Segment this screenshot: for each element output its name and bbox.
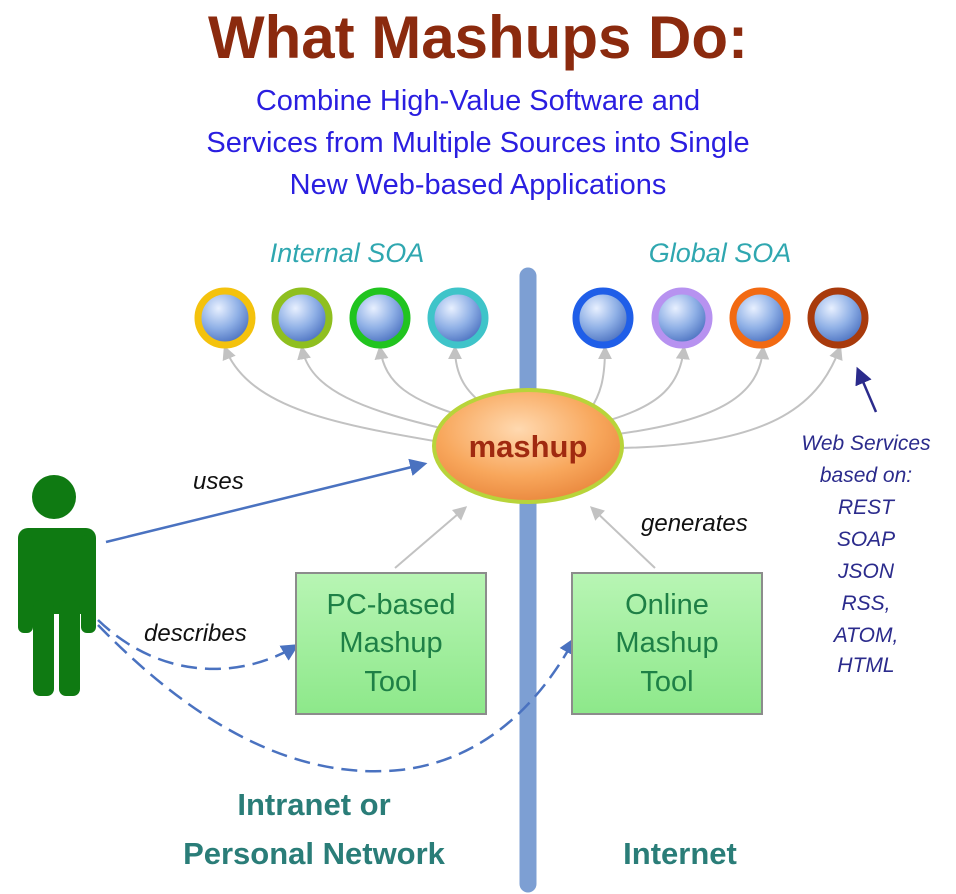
global-service-icon — [729, 287, 791, 349]
global-service-icon — [807, 287, 869, 349]
uses-label: uses — [193, 468, 244, 495]
pc-based-mashup-tool — [295, 572, 487, 715]
pc-tool-generates-arrow — [394, 506, 468, 569]
pc-tool-line: Tool — [364, 666, 417, 698]
subtitle-line: New Web-based Applications — [290, 169, 667, 201]
describes-label: describes — [144, 620, 247, 647]
web-services-line: ATOM, — [832, 624, 899, 647]
internet-label: Internet — [623, 836, 737, 871]
web-services-pointer-arrow — [855, 366, 878, 413]
online-tool-line: Mashup — [615, 627, 718, 659]
internal-service-icon — [427, 287, 489, 349]
mashup-node — [432, 388, 624, 504]
web-services-line: REST — [838, 496, 896, 519]
internal-soa-label: Internal SOA — [270, 238, 425, 268]
online-tool-line: Tool — [640, 666, 693, 698]
internal-service-icon — [349, 287, 411, 349]
internal-soa-services — [194, 287, 489, 349]
intranet-label: Intranet or — [237, 787, 390, 822]
online-tool-generates-arrow — [589, 506, 656, 569]
subtitle-line: Services from Multiple Sources into Sing… — [206, 127, 749, 159]
web-services-line: SOAP — [837, 528, 895, 551]
internal-service-icon — [194, 287, 256, 349]
subtitle-line: Combine High-Value Software and — [256, 85, 700, 117]
online-tool-line: Online — [625, 589, 709, 621]
global-soa-label: Global SOA — [649, 238, 792, 268]
arrow-to-global-service-2 — [609, 345, 690, 421]
describes-pc-tool-arrow — [97, 619, 299, 671]
pc-tool-line: Mashup — [339, 627, 442, 659]
arrow-to-global-service-4 — [619, 345, 843, 449]
arrow-to-internal-service-1 — [222, 345, 453, 445]
web-services-line: HTML — [837, 654, 894, 677]
web-services-line: based on: — [820, 464, 912, 487]
global-service-icon — [651, 287, 713, 349]
global-soa-services — [572, 287, 869, 349]
web-services-line: JSON — [837, 560, 895, 583]
online-mashup-tool — [571, 572, 763, 715]
diagram-title: What Mashups Do: — [208, 4, 748, 71]
web-services-line: Web Services — [801, 432, 931, 455]
global-service-icon — [572, 287, 634, 349]
describes-online-tool-arrow — [97, 624, 576, 773]
web-services-list: Web Services based on: REST SOAP JSON RS… — [801, 432, 931, 677]
internal-service-icon — [271, 287, 333, 349]
mashup-label: mashup — [469, 429, 588, 464]
arrow-to-internal-service-2 — [297, 345, 459, 433]
arrow-to-global-service-3 — [617, 345, 770, 435]
pc-tool-line: PC-based — [327, 589, 456, 621]
intranet-label: Personal Network — [183, 836, 446, 871]
uses-arrow — [105, 458, 428, 544]
generates-label: generates — [641, 510, 748, 537]
arrow-to-global-service-1 — [589, 345, 612, 411]
web-services-line: RSS, — [841, 592, 890, 615]
user-person-icon — [18, 475, 96, 696]
